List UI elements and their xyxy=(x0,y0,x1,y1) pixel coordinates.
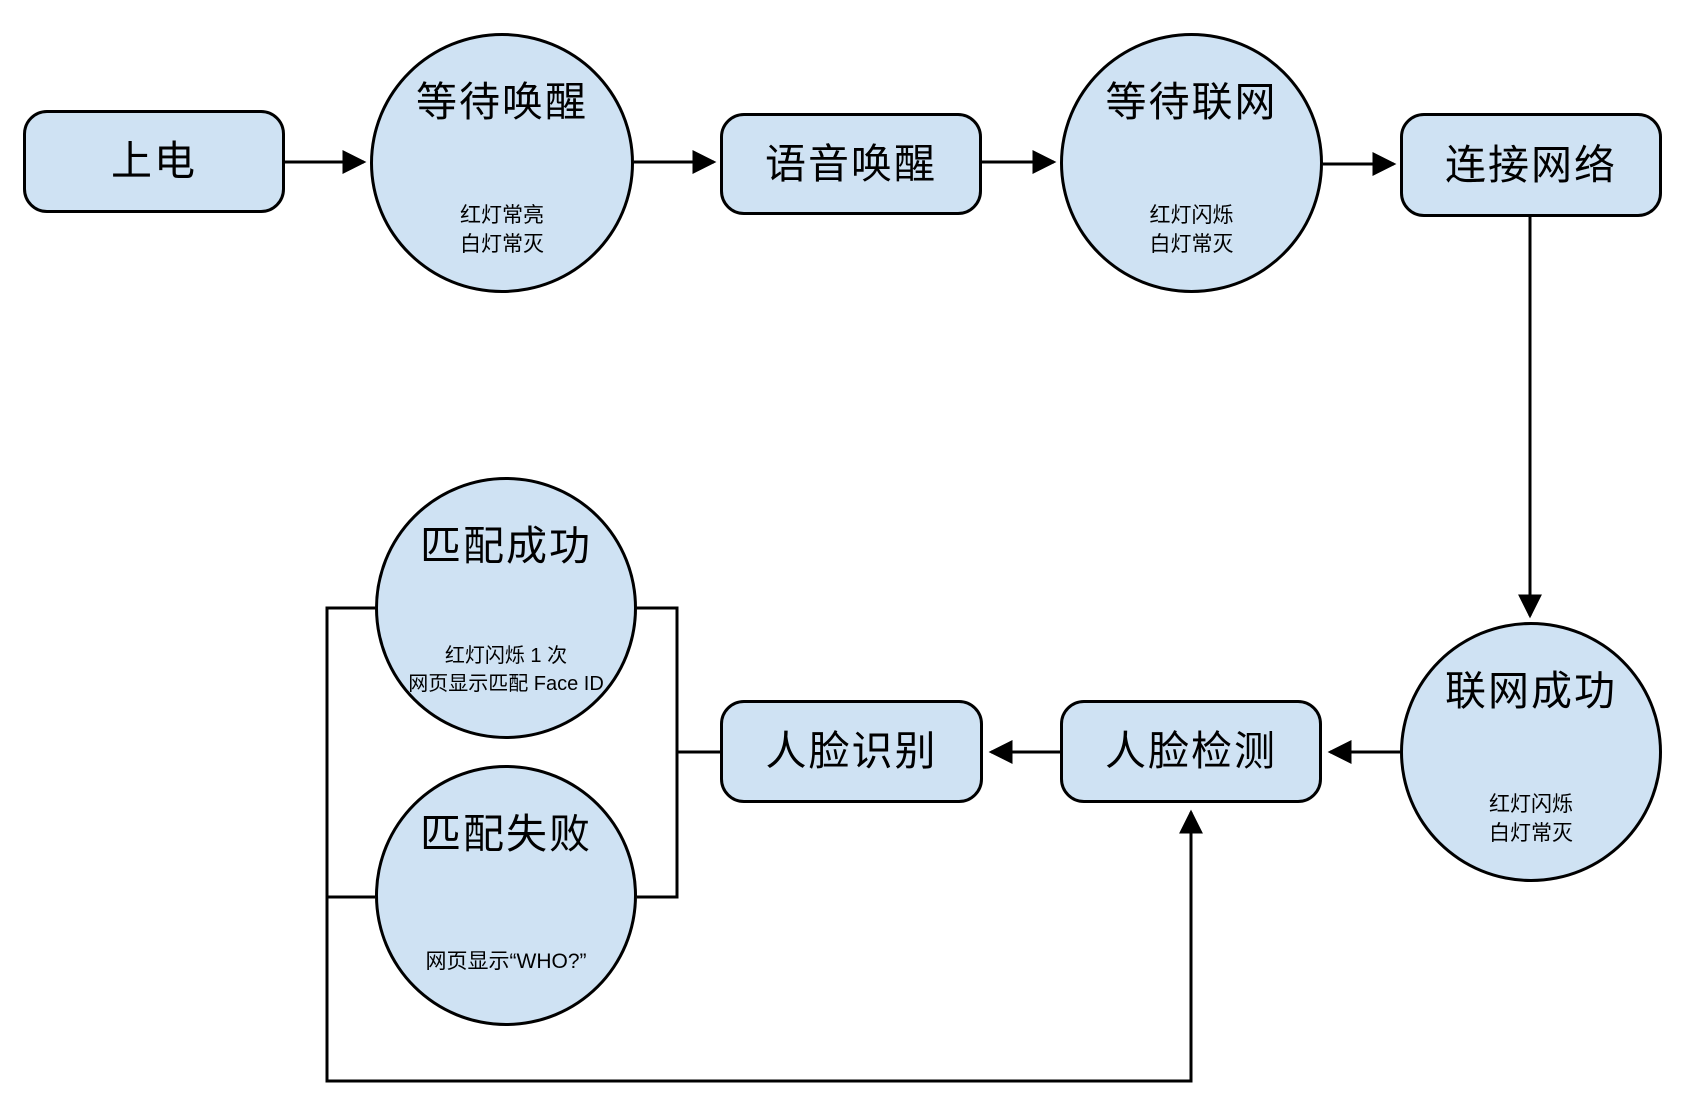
node-face-detect-label: 人脸检测 xyxy=(1105,728,1277,774)
node-note: 白灯常灭 xyxy=(1149,232,1234,256)
node-voice-wake: 语音唤醒 xyxy=(720,113,982,215)
node-connect-network: 连接网络 xyxy=(1400,113,1662,217)
node-voice-wake-label: 语音唤醒 xyxy=(765,140,937,187)
node-face-recognize-label: 人脸识别 xyxy=(765,728,938,774)
node-face-recognize: 人脸识别 xyxy=(720,700,983,803)
node-match-success: 匹配成功 红灯闪烁 1 次 网页显示匹配 Face ID xyxy=(375,477,637,739)
node-match-fail-label: 匹配失败 xyxy=(420,811,592,857)
node-match-fail-notes: 网页显示“WHO?” xyxy=(378,948,634,977)
node-connect-network-label: 连接网络 xyxy=(1445,141,1617,188)
node-note: 红灯闪烁 xyxy=(1149,204,1234,227)
node-network-success: 联网成功 红灯闪烁 白灯常灭 xyxy=(1400,622,1662,882)
node-note: 红灯闪烁 1 次 xyxy=(444,645,568,667)
node-network-success-notes: 红灯闪烁 白灯常灭 xyxy=(1403,791,1659,849)
node-note: 白灯常灭 xyxy=(460,232,544,256)
node-wait-wake: 等待唤醒 红灯常亮 白灯常灭 xyxy=(370,33,634,293)
node-wait-wake-notes: 红灯常亮 白灯常灭 xyxy=(373,202,631,260)
node-power-on-label: 上电 xyxy=(111,138,197,184)
connector-facerecog-branch-bracket xyxy=(637,606,679,899)
node-wait-network-label: 等待联网 xyxy=(1105,79,1278,125)
node-wait-network-notes: 红灯闪烁 白灯常灭 xyxy=(1063,202,1320,260)
connector-loop-to-facedetect xyxy=(325,606,1203,1083)
node-note: 红灯闪烁 xyxy=(1489,793,1573,816)
node-match-fail: 匹配失败 网页显示“WHO?” xyxy=(375,765,637,1026)
node-note: 白灯常灭 xyxy=(1489,821,1573,845)
node-wait-wake-label: 等待唤醒 xyxy=(416,79,588,125)
node-note: 红灯常亮 xyxy=(460,204,544,227)
node-match-success-label: 匹配成功 xyxy=(420,523,592,569)
node-match-success-notes: 红灯闪烁 1 次 网页显示匹配 Face ID xyxy=(378,643,634,698)
node-note: 网页显示“WHO?” xyxy=(425,950,587,973)
node-network-success-label: 联网成功 xyxy=(1445,668,1617,714)
node-power-on: 上电 xyxy=(23,110,285,213)
node-note: 网页显示匹配 Face ID xyxy=(408,672,604,695)
node-face-detect: 人脸检测 xyxy=(1060,700,1322,803)
node-wait-network: 等待联网 红灯闪烁 白灯常灭 xyxy=(1060,33,1323,293)
